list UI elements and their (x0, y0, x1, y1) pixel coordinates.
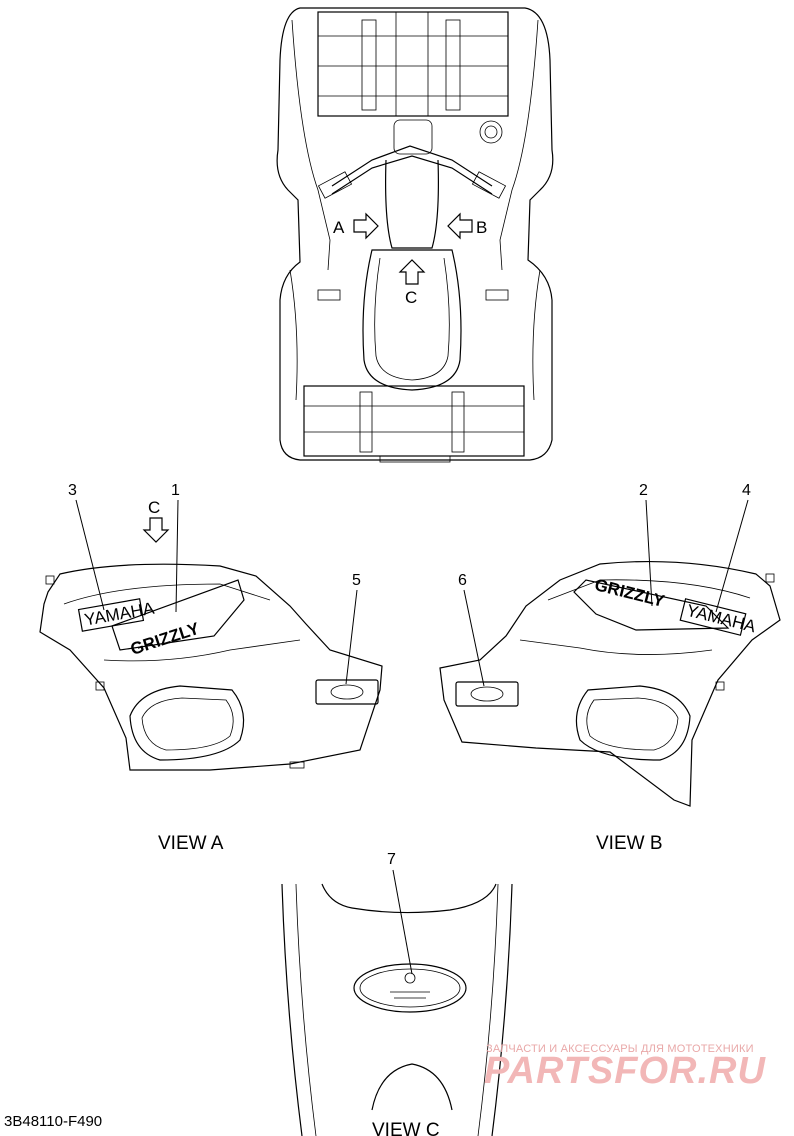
view-c-label: VIEW C (372, 1120, 440, 1136)
callout-6: 6 (458, 572, 467, 589)
view-b-label: VIEW B (596, 833, 663, 854)
view-c-small-arrow: C (142, 498, 170, 543)
four-by-four-decal-right (455, 681, 519, 707)
seat (362, 159, 462, 391)
view-c-arrow: C (398, 259, 426, 307)
callout-5: 5 (352, 572, 361, 589)
rear-rack (303, 385, 525, 463)
view-b-panel: GRIZZLY YAMAHA (439, 560, 781, 807)
yamaha-decal-right: YAMAHA (679, 598, 759, 637)
front-rack (317, 11, 509, 144)
view-b-arrow: B (447, 212, 487, 240)
watermark-tagline: ЗАПЧАСТИ И АКСЕССУАРЫ ДЛЯ МОТОТЕХНИКИ (486, 1043, 754, 1055)
drawing-code: 3B48110-F490 (4, 1113, 103, 1130)
view-a-arrow: A (333, 212, 379, 240)
view-c-arrow-label: C (405, 288, 417, 307)
yamaha-decal-left: YAMAHA (77, 598, 156, 632)
callout-2: 2 (639, 482, 648, 499)
view-a-label: VIEW A (158, 833, 224, 854)
callouts: 1 2 3 4 5 6 7 (68, 482, 751, 975)
callout-1: 1 (171, 482, 180, 499)
view-c-panel (281, 883, 513, 1136)
yamaha-decal-right-text: YAMAHA (685, 601, 759, 637)
ducks-unlimited-decal (353, 963, 467, 1013)
grizzly-decal-left-text: GRIZZLY (128, 619, 202, 659)
view-b-arrow-label: B (476, 218, 487, 237)
atv-top-view: A B C (276, 7, 554, 463)
grizzly-decal-right-text: GRIZZLY (593, 575, 667, 611)
view-c-small-arrow-label: C (148, 498, 160, 517)
view-a-panel: YAMAHA GRIZZLY (39, 563, 383, 771)
handlebars (317, 119, 507, 199)
callout-7: 7 (387, 851, 396, 868)
watermark-brand: PARTSFOR.RU (484, 1050, 766, 1092)
callout-3: 3 (68, 482, 77, 499)
view-a-arrow-label: A (333, 218, 345, 237)
callout-4: 4 (742, 482, 751, 499)
four-by-four-decal-left (315, 679, 379, 705)
